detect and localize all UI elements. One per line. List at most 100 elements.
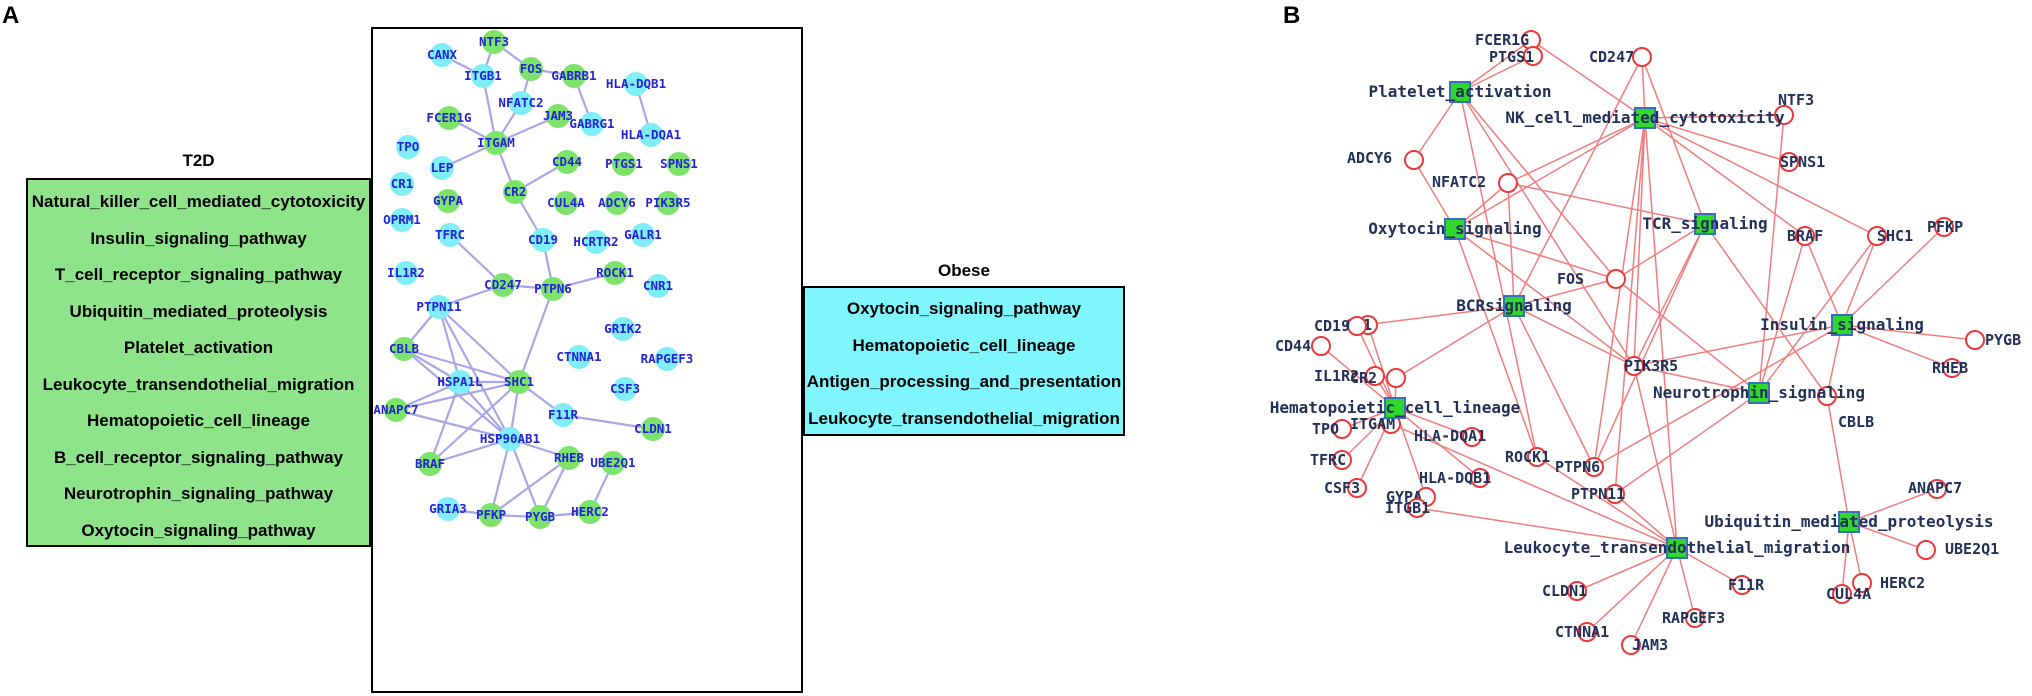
pathway-node-hematopoietic-cell-lineage[interactable] xyxy=(1384,397,1406,419)
node-cd19[interactable] xyxy=(531,228,555,252)
node-pygb[interactable] xyxy=(528,505,552,529)
node-cldn1[interactable] xyxy=(641,417,665,441)
pathway-node-bcrsignaling[interactable] xyxy=(1503,295,1525,317)
node-ptpn6[interactable] xyxy=(541,277,565,301)
node-tfrc[interactable] xyxy=(438,223,462,247)
node-gypa[interactable] xyxy=(436,189,460,213)
node-tpo[interactable] xyxy=(396,135,420,159)
gene-node-ntf3[interactable] xyxy=(1774,105,1794,125)
gene-node-tpo[interactable] xyxy=(1332,419,1352,439)
node-hcrtr2[interactable] xyxy=(584,230,608,254)
node-ctnna1[interactable] xyxy=(567,345,591,369)
node-ube2q1[interactable] xyxy=(601,451,625,475)
node-canx[interactable] xyxy=(430,43,454,67)
node-fcer1g[interactable] xyxy=(437,106,461,130)
node-cr1[interactable] xyxy=(390,172,414,196)
gene-node-pygb[interactable] xyxy=(1965,330,1985,350)
gene-node-fos[interactable] xyxy=(1606,269,1626,289)
node-il1r2[interactable] xyxy=(394,261,418,285)
node-hla-dqa1[interactable] xyxy=(639,123,663,147)
node-spns1[interactable] xyxy=(667,152,691,176)
pathway-node-platelet-activation[interactable] xyxy=(1449,81,1471,103)
node-cul4a[interactable] xyxy=(554,191,578,215)
gene-node-pik3r5[interactable] xyxy=(1624,356,1644,376)
gene-node-il1r2[interactable] xyxy=(1365,366,1385,386)
gene-node-ctnna1[interactable] xyxy=(1577,622,1597,642)
node-jam3[interactable] xyxy=(546,104,570,128)
gene-node-cd44[interactable] xyxy=(1311,336,1331,356)
node-rapgef3[interactable] xyxy=(655,347,679,371)
node-gabrb1[interactable] xyxy=(562,64,586,88)
node-gabrg1[interactable] xyxy=(580,112,604,136)
node-grik2[interactable] xyxy=(611,317,635,341)
gene-node-f11r[interactable] xyxy=(1732,575,1752,595)
gene-node-pfkp[interactable] xyxy=(1934,217,1954,237)
pathway-node-insulin-signaling[interactable] xyxy=(1831,314,1853,336)
gene-node-rheb[interactable] xyxy=(1942,358,1962,378)
node-oprm1[interactable] xyxy=(390,208,414,232)
gene-node-jam3[interactable] xyxy=(1621,635,1641,655)
gene-node-ptpn11[interactable] xyxy=(1605,484,1625,504)
node-galr1[interactable] xyxy=(631,223,655,247)
gene-node-hla-dqb1[interactable] xyxy=(1470,468,1490,488)
node-ptgs1[interactable] xyxy=(612,152,636,176)
node-ntf3[interactable] xyxy=(482,30,506,54)
gene-node-cr2[interactable] xyxy=(1386,368,1406,388)
gene-node-ptpn6[interactable] xyxy=(1584,457,1604,477)
node-anapc7[interactable] xyxy=(384,398,408,422)
gene-node-nfatc2[interactable] xyxy=(1498,173,1518,193)
gene-node-cul4a[interactable] xyxy=(1832,584,1852,604)
node-pik3r5[interactable] xyxy=(656,191,680,215)
node-f11r[interactable] xyxy=(551,403,575,427)
gene-node-shc1[interactable] xyxy=(1867,226,1887,246)
node-herc2[interactable] xyxy=(578,500,602,524)
gene-node-tfrc[interactable] xyxy=(1332,450,1352,470)
node-braf[interactable] xyxy=(418,452,442,476)
node-label-gabrb1: GABRB1 xyxy=(551,68,596,83)
pathway-node-oxytocin-signaling[interactable] xyxy=(1444,218,1466,240)
node-hsp90ab1[interactable] xyxy=(498,427,522,451)
gene-node-braf[interactable] xyxy=(1795,226,1815,246)
gene-node-herc2[interactable] xyxy=(1852,573,1872,593)
node-ptpn11[interactable] xyxy=(427,295,451,319)
pathway-node-neurotrophin-signaling[interactable] xyxy=(1748,382,1770,404)
gene-node-cblb[interactable] xyxy=(1817,386,1837,406)
gene-node-itgb1[interactable] xyxy=(1407,498,1427,518)
node-cd247[interactable] xyxy=(491,273,515,297)
node-cblb[interactable] xyxy=(392,337,416,361)
edge-platelet-activation-pik3r5 xyxy=(1459,91,1635,367)
node-itgb1[interactable] xyxy=(471,64,495,88)
gene-node-cd247[interactable] xyxy=(1632,47,1652,67)
node-cd44[interactable] xyxy=(555,150,579,174)
node-nfatc2[interactable] xyxy=(509,91,533,115)
node-cnr1[interactable] xyxy=(646,274,670,298)
gene-node-hla-dqa1[interactable] xyxy=(1462,427,1482,447)
node-lep[interactable] xyxy=(430,156,454,180)
node-rheb[interactable] xyxy=(557,446,581,470)
node-shc1[interactable] xyxy=(507,370,531,394)
pathway-node-tcr-signaling[interactable] xyxy=(1694,213,1716,235)
gene-node-spns1[interactable] xyxy=(1779,152,1799,172)
gene-node-csf3[interactable] xyxy=(1347,478,1367,498)
pathway-node-nk-cell-mediated-cytotoxicity[interactable] xyxy=(1634,107,1656,129)
node-itgam[interactable] xyxy=(484,131,508,155)
node-adcy6[interactable] xyxy=(605,191,629,215)
gene-node-anapc7[interactable] xyxy=(1927,479,1947,499)
node-hspa1l[interactable] xyxy=(448,370,472,394)
pathway-node-leukocyte-transendothelial-migration[interactable] xyxy=(1666,537,1688,559)
node-fos[interactable] xyxy=(519,57,543,81)
gene-node-ube2q1[interactable] xyxy=(1916,540,1936,560)
node-csf3[interactable] xyxy=(613,377,637,401)
node-gria3[interactable] xyxy=(436,497,460,521)
gene-node-adcy6[interactable] xyxy=(1404,150,1424,170)
node-cr2[interactable] xyxy=(503,180,527,204)
gene-node-rock1[interactable] xyxy=(1527,447,1547,467)
gene-node-rapgef3[interactable] xyxy=(1685,608,1705,628)
node-rock1[interactable] xyxy=(603,261,627,285)
pathway-node-ubiquitin-mediated-proteolysis[interactable] xyxy=(1838,511,1860,533)
gene-node-cd19[interactable] xyxy=(1347,316,1367,336)
gene-node-cldn1[interactable] xyxy=(1567,581,1587,601)
gene-node-ptgs1[interactable] xyxy=(1523,46,1543,66)
node-pfkp[interactable] xyxy=(479,503,503,527)
node-hla-dqb1[interactable] xyxy=(624,72,648,96)
